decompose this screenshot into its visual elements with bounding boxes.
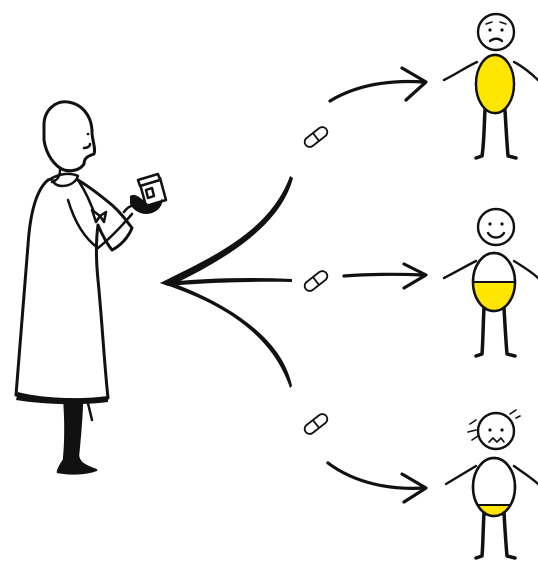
stress-marks-icon	[467, 409, 521, 441]
capsule-icon	[303, 126, 329, 148]
doctor-arm	[66, 198, 134, 250]
doctor-icon	[14, 100, 168, 475]
doctor-legs	[56, 393, 98, 475]
arrow-right-icon	[328, 66, 428, 103]
doctor-coat-shadow	[16, 392, 108, 405]
person-worried-icon	[442, 12, 538, 160]
branch-fork	[160, 176, 293, 388]
branch-center	[160, 278, 292, 286]
person-happy-icon	[442, 207, 538, 358]
pill-bottle-icon	[122, 172, 168, 214]
branch-lower	[160, 282, 292, 388]
fill-level-bar	[476, 55, 514, 113]
doctor-coat	[14, 175, 134, 402]
capsule-icon	[303, 413, 329, 435]
person-sad-icon	[444, 409, 538, 560]
capsule-icon	[303, 270, 329, 292]
arrow-right-icon	[326, 461, 428, 504]
arrow-right-icon	[342, 262, 428, 290]
doctor-bow	[90, 208, 108, 224]
branch-upper	[160, 176, 293, 286]
doctor-head	[42, 100, 97, 184]
fill-level-bar	[473, 505, 515, 516]
